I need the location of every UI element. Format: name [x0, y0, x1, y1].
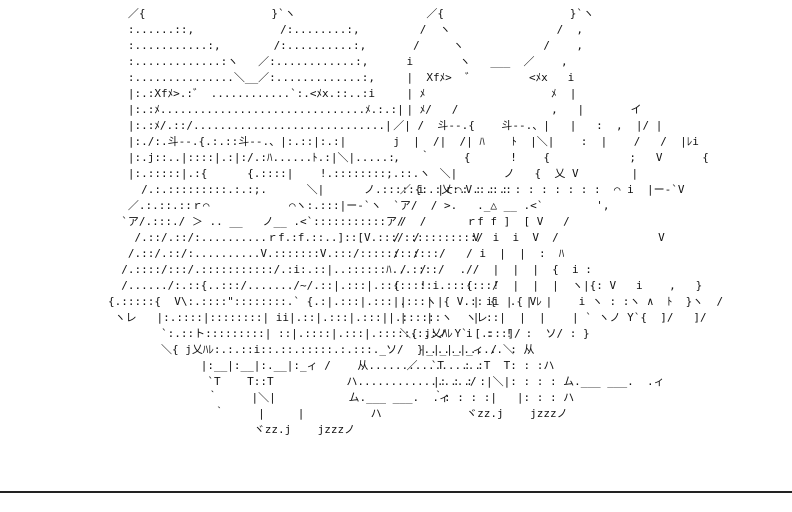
- right-cat-line: ＼| ノ { 乂 V |: [380, 167, 639, 180]
- left-cat-line: :......::, /:........:,: [108, 23, 360, 36]
- right-cat-line: ／ i |ｒ⌒: : : : : : : : : : : ⌒ i |ー‐`V: [380, 183, 685, 196]
- left-cat-line: |:.:::::|.:{ {.::::| !.::::::::;.::.ヽ: [108, 167, 431, 180]
- right-cat-line: / ヽ / ,: [380, 23, 584, 36]
- left-cat-line: |:./:.斗-‐.{.:.::斗-‐.、|:.::|:.:|: [108, 135, 347, 148]
- left-cat-line: `ア/.:::./ ＞ .. __ ノ__ .<`:::::::::::ア/: [108, 215, 404, 228]
- left-cat-line: {.:::::{ V\:.::::"::::::::.` {.:|.:::|.:…: [108, 295, 542, 308]
- left-cat-line: |:.:ﾒ/.::/.............................|: [108, 119, 392, 132]
- left-cat-line: ｀ |＼| ム.___ ___. .ィ: [108, 391, 451, 404]
- left-cat-line: /.::/.::/:..........ｒf.:f.::..]::[V.:::/…: [108, 231, 484, 244]
- left-cat-line: `T T::T ハ................./: [108, 375, 477, 388]
- right-cat-line: j | /| /| ﾊ ﾄ |＼| : | / / |ﾚi: [380, 135, 699, 148]
- left-cat-line: |:__|:__|:.__|:_ィ / 从.................: [108, 359, 481, 372]
- left-cat-line: ヽレ |:.::::|::::::::| ii|.::|.:::|.:::||.…: [108, 311, 488, 324]
- left-cat-line: ｀ | | ハ: [108, 407, 382, 420]
- left-cat-line: `:.::ト:::::::::| ::|.::::|.:::|.:::::.:.…: [108, 327, 521, 340]
- right-cat-line: ／{ }`ヽ: [380, 7, 595, 20]
- right-cat-line: | Xfﾒ> ゛ <ﾒx i: [380, 71, 575, 84]
- left-cat-line: ／.:.::.::ｒ⌒ ⌒ヽ:.:::|ー‐`ヽ: [108, 199, 382, 212]
- left-cat-line: :.............:ヽ ／:............:,: [108, 55, 369, 68]
- right-cat-line: / / ｒf f ] [ V /: [380, 215, 570, 228]
- left-cat-line: /.::/.::/:..........V.:::::::V.:::/:::::…: [108, 247, 446, 260]
- left-cat-line: ／{ }`ヽ: [108, 7, 296, 20]
- left-cat-line: :...............＼__／:.............:,: [108, 71, 376, 84]
- right-cat-line: i ヽ ___ ／ ,: [380, 55, 568, 68]
- left-cat-line: ＼{ j乂ﾊﾚ:.:.::i::.::.:::::.:.:::._ソ/ }...…: [108, 343, 514, 356]
- right-cat-line: ／ `T : :T T: : :ハ: [380, 359, 555, 372]
- right-cat-line: , ｀ { ! { ; V {: [380, 151, 709, 164]
- left-cat-line: /....../:.::{..:::/......./~/.::|.:::|.:…: [108, 279, 499, 292]
- right-cat-line: / / V i i V / V: [380, 231, 665, 244]
- left-cat-line: /.:.:::::::::.:.:;. ＼| ノ.:::::{:.:乂:.V.:…: [108, 183, 512, 196]
- right-cat-line: ／| / 斗-‐.{ 斗-‐.、| | : , |/ |: [380, 119, 663, 132]
- right-cat-line: |_|_|_|_ィ / : 从: [380, 343, 535, 356]
- right-cat-line: | | | ii | | | i ヽ : :ヽ ∧ ﾄ }ヽ /: [380, 295, 724, 308]
- left-cat-line: /.::::/:::/.:::::::::::/.:i:.::|..::::::…: [108, 263, 445, 276]
- left-cat-line: |:.j::..|::::|.:|:/.:ﾊ......ﾄ.:|＼|.....:: [108, 151, 395, 164]
- left-cat-ascii-art: ／{ }`ヽ :......::, /:........:, :........…: [108, 6, 542, 438]
- right-cat-ascii-art: ／{ }`ヽ / ヽ / , / ヽ / , i ヽ ___ ／ , | Xfﾒ…: [380, 6, 723, 422]
- right-cat-line: | ﾒ/ / , | イ: [380, 103, 642, 116]
- right-cat-line: | ﾒ ﾒ |: [380, 87, 577, 100]
- right-cat-line: | | | ::| | | | ` ヽノ Y`{ ]/ ]/: [380, 311, 707, 324]
- right-cat-line: ヾzz.j jzzzノ: [380, 407, 568, 420]
- right-cat-line: |: : : :|＼|: : : : ム.___ ___. .ィ: [380, 375, 665, 388]
- left-cat-line: :...........:, /:..........:,: [108, 39, 367, 52]
- left-cat-line: ヾzz.j jzzzノ: [108, 423, 356, 436]
- left-cat-line: |:.:ﾒ...............................ﾒ.:.…: [108, 103, 404, 116]
- right-cat-line: ｀: : : :| |: : : ハ: [380, 391, 575, 404]
- right-cat-line: / ヽ / ,: [380, 39, 584, 52]
- right-cat-line: / / / i | | : ﾊ: [380, 247, 565, 260]
- left-cat-line: |:.:Xfﾒ>.:゛ ............`:.<ﾒx.::..:i: [108, 87, 376, 100]
- right-cat-line: ＼{ j乂ﾊﾚ i : ! : ソ/ : }: [380, 327, 590, 340]
- right-cat-line: `ア/ / >. ._△ __ .<` ',: [380, 199, 610, 212]
- right-cat-line: / / .// | | | { i :: [380, 263, 592, 276]
- baseline-divider: [0, 491, 792, 493]
- right-cat-line: { ! { ! | | | ヽ|{: V i , }: [380, 279, 703, 292]
